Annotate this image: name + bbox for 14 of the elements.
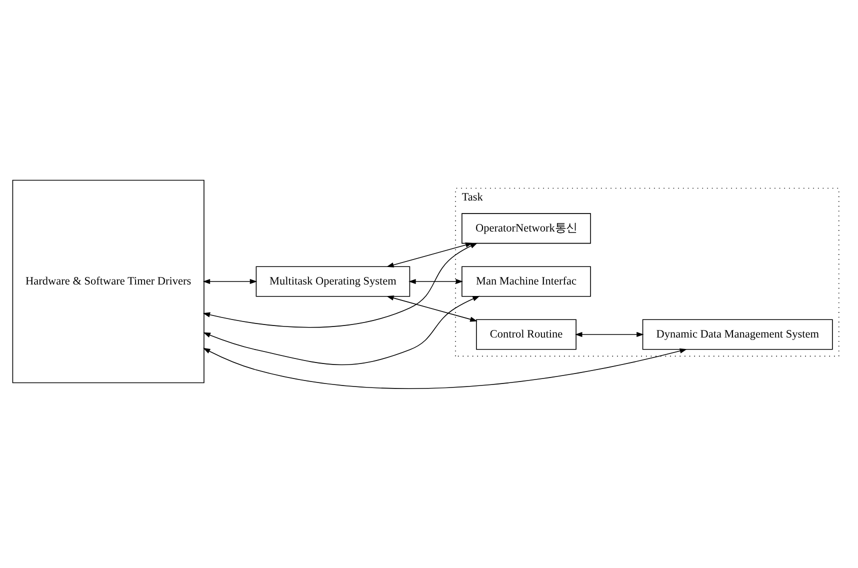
arrow (386, 242, 473, 267)
arrow (386, 295, 478, 322)
node-box: Multitask Operating System (256, 266, 410, 296)
arrow (202, 347, 688, 388)
node-box: Dynamic Data Management System (642, 318, 833, 350)
arrow (203, 295, 480, 365)
arrow (202, 242, 478, 328)
arrow (202, 278, 258, 284)
arrow (408, 278, 464, 284)
node-box: OperatorNetwork통신 (462, 212, 591, 244)
node-box: Control Routine (476, 318, 576, 350)
node-box: Hardware & Software Timer Drivers (12, 179, 204, 383)
arrow (575, 331, 644, 337)
node-box: Man Machine Interfac (462, 266, 591, 296)
